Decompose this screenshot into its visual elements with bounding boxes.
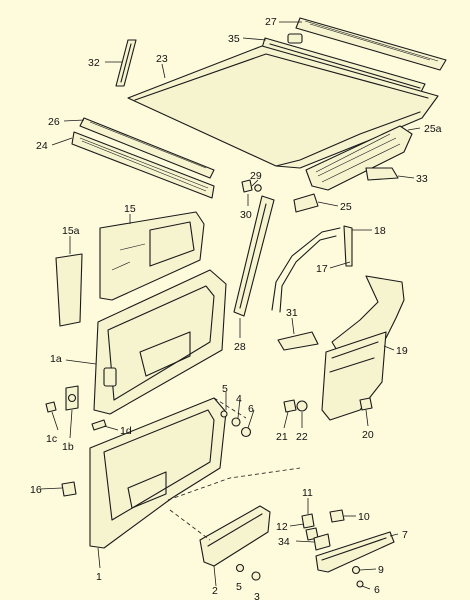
callout-11: 11 bbox=[302, 487, 313, 499]
callout-7: 7 bbox=[402, 529, 408, 541]
part-16-clip bbox=[61, 481, 77, 497]
callout-30: 30 bbox=[240, 209, 252, 221]
leader-lines bbox=[39, 21, 421, 590]
part-26-upper-rail bbox=[79, 117, 215, 179]
part-1b-handle-bezel bbox=[65, 385, 79, 411]
callout-1a: 1a bbox=[50, 353, 62, 365]
callout-28: 28 bbox=[234, 341, 246, 353]
part-15a-quarter-glass bbox=[55, 253, 83, 327]
callout-6a: 6 bbox=[248, 403, 254, 415]
part-27-roof-strip bbox=[295, 17, 447, 71]
callout-18: 18 bbox=[374, 225, 386, 237]
part-10-clip bbox=[329, 509, 345, 523]
part-1-rear-door-panel bbox=[89, 397, 227, 549]
callout-5b: 5 bbox=[236, 581, 242, 593]
part-15-door-glass bbox=[99, 211, 205, 301]
callout-12: 12 bbox=[276, 521, 288, 533]
part-21-bolt bbox=[283, 399, 297, 413]
callout-32: 32 bbox=[88, 57, 100, 69]
part-23-headliner bbox=[127, 45, 439, 169]
part-24-side-rail bbox=[71, 131, 215, 199]
part-8-9-fasteners bbox=[351, 565, 364, 588]
callout-6b: 6 bbox=[374, 584, 380, 596]
callout-9: 9 bbox=[378, 564, 384, 576]
part-20-bracket bbox=[359, 397, 373, 411]
part-25a-rear-panel bbox=[305, 125, 413, 191]
callout-25a: 25a bbox=[424, 123, 442, 135]
part-22-washer bbox=[296, 400, 308, 412]
callout-19: 19 bbox=[396, 345, 408, 357]
part-3-5-6-lower-fasteners bbox=[235, 563, 261, 581]
callout-15: 15 bbox=[124, 203, 136, 215]
callout-22: 22 bbox=[296, 431, 308, 443]
callout-27: 27 bbox=[265, 16, 277, 28]
part-32-a-pillar-trim bbox=[115, 39, 137, 87]
callout-1d: 1d bbox=[120, 425, 132, 437]
part-1d-screw bbox=[91, 419, 107, 431]
part-1a-door-panel bbox=[93, 269, 227, 415]
callout-3: 3 bbox=[254, 591, 260, 600]
part-25-bracket bbox=[293, 193, 319, 213]
callout-21: 21 bbox=[276, 431, 288, 443]
part-17-seal bbox=[271, 225, 353, 313]
part-31-pad bbox=[277, 331, 319, 351]
part-11-12-34-clips bbox=[301, 513, 331, 551]
part-29-30-clip bbox=[241, 179, 262, 193]
callout-29: 29 bbox=[250, 170, 262, 182]
callout-31: 31 bbox=[286, 307, 298, 319]
callout-2: 2 bbox=[212, 585, 218, 597]
callout-23: 23 bbox=[156, 53, 168, 65]
part-1c-knob bbox=[45, 401, 57, 413]
callout-26: 26 bbox=[48, 116, 60, 128]
callout-16: 16 bbox=[30, 484, 42, 496]
callout-24: 24 bbox=[36, 140, 48, 152]
callout-10: 10 bbox=[358, 511, 370, 523]
callout-35: 35 bbox=[228, 33, 240, 45]
part-4-5-6-fasteners bbox=[220, 410, 252, 438]
part-2-sill-plate bbox=[199, 505, 271, 567]
callout-4: 4 bbox=[236, 393, 242, 405]
callout-33: 33 bbox=[416, 173, 428, 185]
part-33-lamp-housing bbox=[365, 167, 399, 181]
part-7-rear-sill bbox=[315, 531, 395, 573]
callout-5a: 5 bbox=[222, 383, 228, 395]
callout-1b: 1b bbox=[62, 441, 74, 453]
callout-25: 25 bbox=[340, 201, 352, 213]
callout-1c: 1c bbox=[46, 433, 57, 445]
callout-15a: 15a bbox=[62, 225, 80, 237]
callout-17: 17 bbox=[316, 263, 328, 275]
callout-1: 1 bbox=[96, 571, 102, 583]
callout-20: 20 bbox=[362, 429, 374, 441]
callout-labels: 27 35 32 23 26 24 25a 33 29 30 25 18 17 … bbox=[30, 16, 442, 600]
callout-34: 34 bbox=[278, 536, 290, 548]
assembly-lines bbox=[167, 397, 301, 541]
part-19-quarter-trim bbox=[321, 275, 405, 421]
part-28-b-pillar-trim bbox=[233, 195, 275, 317]
